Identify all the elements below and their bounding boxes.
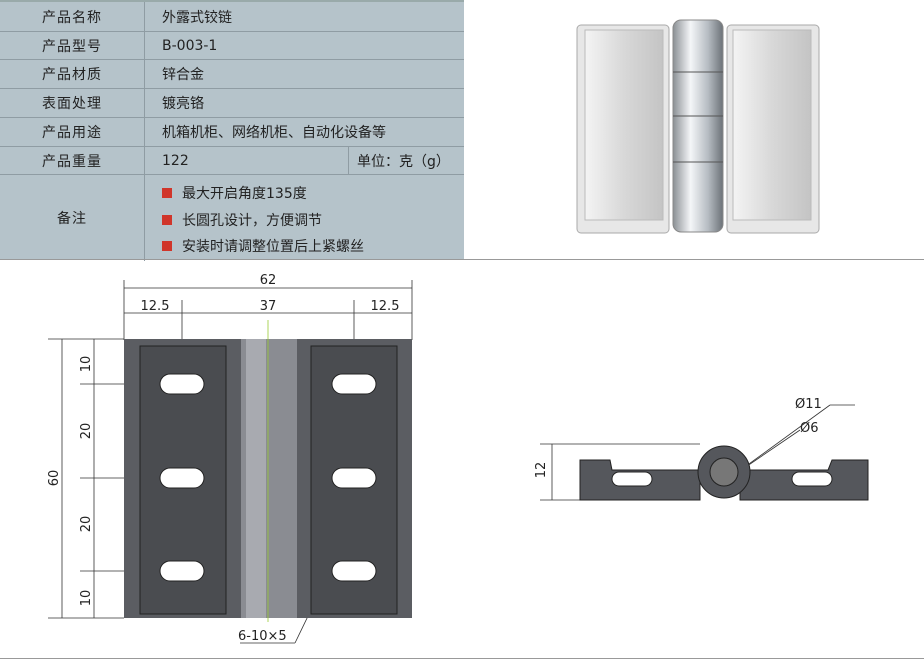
spec-value: 机箱机柜、网络机柜、自动化设备等 xyxy=(162,125,386,141)
dim-center: 37 xyxy=(260,299,277,314)
spec-table: 产品名称外露式铰链 产品型号 B-003-1 产品材质 锌合金 表面处理 镀亮铬 产品… xyxy=(0,0,464,261)
technical-drawing: 62 12.5 37 12.5 60 10 20 20 10 6-10×5 Ø1… xyxy=(47,273,869,644)
dim-width: 62 xyxy=(260,273,277,288)
spec-unit: 单位：克（g） xyxy=(348,147,464,174)
spec-row-material: 产品材质 锌合金 xyxy=(0,60,464,89)
spec-row-weight: 产品重量 122 单位：克（g） xyxy=(0,147,464,175)
dim-left: 12.5 xyxy=(141,299,170,314)
dim-outer-diameter: Ø11 xyxy=(795,397,822,412)
side-view xyxy=(540,404,869,501)
spec-label: 产品材质 xyxy=(0,60,145,88)
divider xyxy=(0,259,924,260)
spec-label: 产品型号 xyxy=(0,32,145,59)
spec-row-notes: 备注 最大开启角度135度 长圆孔设计，方便调节 安装时请调整位置后上紧螺丝 xyxy=(0,175,464,261)
note-item: 最大开启角度135度 xyxy=(162,183,307,203)
spec-label: 产品用途 xyxy=(0,118,145,146)
note-text: 安装时请调整位置后上紧螺丝 xyxy=(182,239,364,255)
note-item: 安装时请调整位置后上紧螺丝 xyxy=(162,236,364,256)
dim-v2: 20 xyxy=(79,423,94,440)
spec-value: 镀亮铬 xyxy=(162,96,204,112)
dim-v4: 10 xyxy=(79,590,94,607)
note-text: 长圆孔设计，方便调节 xyxy=(182,213,322,229)
spec-row-finish: 表面处理 镀亮铬 xyxy=(0,89,464,118)
bullet-icon xyxy=(162,188,172,198)
spec-value: 锌合金 xyxy=(162,67,204,83)
dim-right: 12.5 xyxy=(371,299,400,314)
hinge-photo-image xyxy=(576,19,820,234)
divider xyxy=(0,658,924,659)
dim-holes: 6-10×5 xyxy=(238,629,287,644)
spec-value: B-003-1 xyxy=(162,37,218,54)
spec-row-model: 产品型号 B-003-1 xyxy=(0,32,464,60)
dim-v3: 20 xyxy=(79,516,94,533)
bullet-icon xyxy=(162,241,172,251)
note-text: 最大开启角度135度 xyxy=(182,186,307,202)
spec-row-name: 产品名称外露式铰链 xyxy=(0,2,464,32)
spec-value: 122 xyxy=(162,152,189,169)
spec-label: 产品重量 xyxy=(0,147,145,174)
bullet-icon xyxy=(162,215,172,225)
dim-height: 60 xyxy=(47,470,62,487)
product-photo xyxy=(465,0,924,259)
front-view xyxy=(124,320,412,622)
dim-v1: 10 xyxy=(79,356,94,373)
dim-thickness: 12 xyxy=(534,462,549,479)
spec-label: 表面处理 xyxy=(0,89,145,117)
note-item: 长圆孔设计，方便调节 xyxy=(162,210,322,230)
dim-inner-diameter: Ø6 xyxy=(800,421,819,436)
spec-row-usage: 产品用途 机箱机柜、网络机柜、自动化设备等 xyxy=(0,118,464,147)
spec-label: 产品名称 xyxy=(0,2,145,31)
notes-label: 备注 xyxy=(0,175,145,261)
spec-value: 外露式铰链 xyxy=(162,9,232,26)
